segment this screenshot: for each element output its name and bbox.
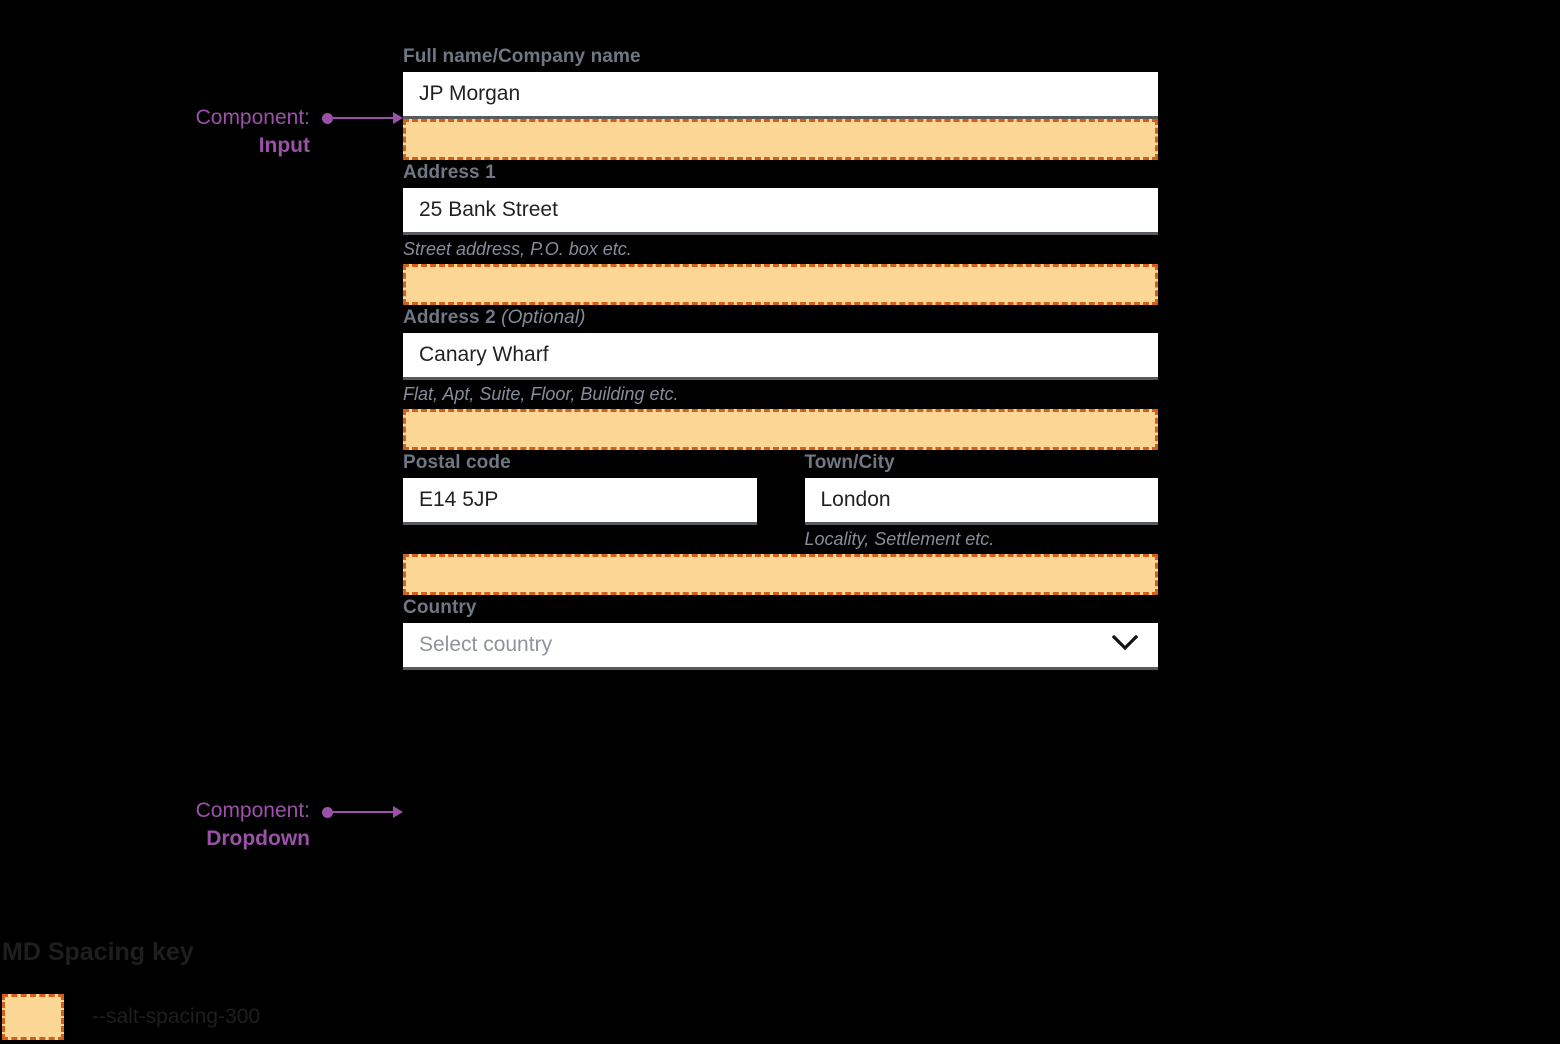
spacing-block-salt-spacing-300: [403, 119, 1158, 160]
field-full-name: Full name/Company name JP Morgan: [403, 44, 1158, 160]
input-address-2-value: Canary Wharf: [419, 343, 549, 366]
address-form: Full name/Company name JP Morgan Address…: [403, 44, 1158, 670]
input-address-1-value: 25 Bank Street: [419, 198, 558, 221]
input-address-2[interactable]: Canary Wharf: [403, 333, 1158, 380]
arrow-right-icon: [393, 806, 403, 818]
field-address-2: Address 2 (Optional) Canary Wharf Flat, …: [403, 305, 1158, 450]
input-full-name[interactable]: JP Morgan: [403, 72, 1158, 119]
spacing-block-salt-spacing-300: [403, 264, 1158, 305]
chevron-down-icon[interactable]: [1111, 633, 1139, 657]
field-label-address-2: Address 2 (Optional): [403, 305, 1158, 333]
spacing-key: MD Spacing key --salt-spacing-300: [0, 936, 520, 1040]
annotation-dot-icon: [322, 806, 333, 818]
field-label-address-1: Address 1: [403, 160, 1158, 188]
input-town-city[interactable]: London: [804, 478, 1158, 525]
annotation-dot-icon: [322, 112, 333, 124]
field-postal-code: Postal code E14 5JP: [403, 450, 757, 554]
input-address-1[interactable]: 25 Bank Street: [403, 188, 1158, 235]
field-label-text: Address 1: [403, 162, 496, 183]
field-label-optional: (Optional): [501, 307, 586, 328]
field-label-country: Country: [403, 595, 1158, 623]
annotation-input-value: Input: [258, 134, 310, 158]
field-label-town-city: Town/City: [805, 450, 1159, 478]
annotation-line: [333, 117, 393, 119]
spacing-key-row: --salt-spacing-300: [0, 994, 520, 1040]
helper-text-town-city: Locality, Settlement etc.: [804, 529, 995, 549]
dropdown-country[interactable]: Select country: [403, 623, 1158, 670]
spacing-key-token-name: --salt-spacing-300: [92, 1005, 261, 1028]
helper-text-address-1: Street address, P.O. box etc.: [403, 239, 632, 259]
arrow-right-icon: [393, 112, 403, 124]
field-town-city: Town/City London Locality, Settlement et…: [804, 450, 1159, 554]
field-label-text: Full name/Company name: [403, 46, 641, 67]
field-label-text: Country: [403, 597, 477, 618]
dropdown-country-value: Select country: [419, 633, 553, 656]
annotation-dropdown-connector: [322, 801, 403, 823]
annotation-dropdown-label: Component:: [195, 799, 310, 822]
annotation-input: Component: Input: [120, 104, 310, 161]
spacing-block-salt-spacing-300: [403, 554, 1158, 595]
spacing-block-salt-spacing-300: [403, 409, 1158, 450]
field-label-full-name: Full name/Company name: [403, 44, 1158, 72]
annotation-input-label: Component:: [195, 106, 310, 129]
field-label-text: Town/City: [804, 452, 895, 473]
annotation-dropdown: Component: Dropdown: [100, 797, 310, 854]
field-label-text: Postal code: [403, 452, 511, 473]
field-label-postal-code: Postal code: [403, 450, 757, 478]
spacing-key-swatch: [2, 994, 64, 1040]
annotation-input-connector: [322, 107, 403, 129]
field-address-1: Address 1 25 Bank Street Street address,…: [403, 160, 1158, 305]
annotation-dropdown-value: Dropdown: [206, 827, 310, 851]
helper-text-address-2: Flat, Apt, Suite, Floor, Building etc.: [403, 384, 679, 404]
input-full-name-value: JP Morgan: [419, 82, 521, 105]
spacing-key-title: MD Spacing key: [2, 938, 194, 966]
annotation-line: [333, 811, 393, 813]
field-country: Country Select country: [403, 595, 1158, 670]
input-postal-code[interactable]: E14 5JP: [403, 478, 757, 525]
field-label-text: Address 2: [403, 307, 496, 328]
input-town-city-value: London: [820, 488, 891, 511]
postal-town-row: Postal code E14 5JP Town/City London Loc…: [403, 450, 1158, 554]
input-postal-code-value: E14 5JP: [419, 488, 499, 511]
